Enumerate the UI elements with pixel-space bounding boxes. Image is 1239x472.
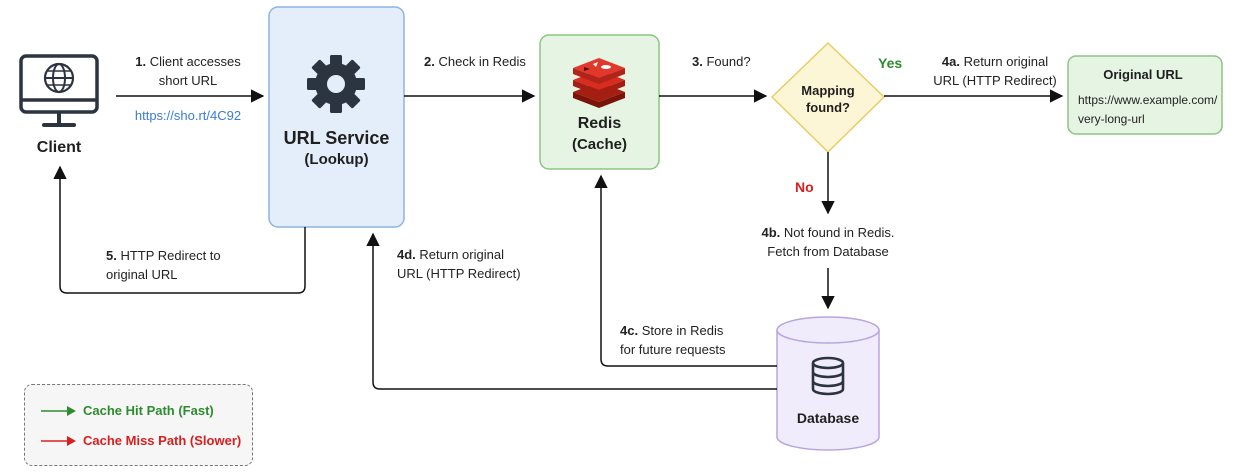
redis-subtitle: (Cache) [571,136,627,153]
step1-line2: short URL [158,73,218,88]
step5-line2: original URL [106,267,178,282]
url-service-box [268,6,405,228]
step5-line1: HTTP Redirect to [120,248,221,263]
original-url-line2: very-long-url [1078,112,1145,126]
gear-icon [307,55,365,113]
decision-line1: Mapping [801,83,855,98]
database-icon [811,356,845,396]
url-service-subtitle: (Lookup) [304,151,369,168]
green-arrow-icon [41,406,76,416]
step4b-line2: Fetch from Database [767,244,889,259]
no-label: No [795,179,814,195]
step5-number: 5. [106,248,117,263]
step4a-line2: URL (HTTP Redirect) [933,73,1057,88]
database-cylinder [776,316,880,451]
step4a-number: 4a. [941,54,960,69]
client-label: Client [36,139,82,156]
legend-hit-label: Cache Hit Path (Fast) [83,403,214,418]
decision-line2: found? [805,100,851,115]
step4b-label: 4b. Not found in Redis. Fetch from Datab… [748,223,908,261]
original-url-title: Original URL [1103,67,1183,82]
step3-label: 3. Found? [692,52,751,71]
step4d-label: 4d. Return original URL (HTTP Redirect) [397,245,521,283]
step3-number: 3. [692,54,703,69]
step1-label: 1. Client accesses short URL [118,52,258,90]
step5-label: 5. HTTP Redirect to original URL [106,246,221,284]
edge-step4d [366,232,777,390]
step4a-label: 4a. Return original URL (HTTP Redirect) [925,52,1065,90]
step4b-line1: Not found in Redis. [783,225,895,240]
red-arrow-icon [41,436,76,446]
monitor-icon [19,54,99,127]
database-label: Database [796,410,860,426]
step4c-number: 4c. [620,323,639,338]
step4c-line1: Store in Redis [641,323,724,338]
step2-text: Check in Redis [438,54,526,69]
step4a-line1: Return original [963,54,1049,69]
original-url-box [1067,55,1223,135]
redis-logo-icon [573,58,625,108]
step3-text: Found? [706,54,751,69]
step1-number: 1. [135,54,147,69]
legend-miss-label: Cache Miss Path (Slower) [83,433,242,448]
step4d-line1: Return original [419,247,504,262]
globe-icon [43,62,75,94]
short-url-link[interactable]: https://sho.rt/4C92 [134,108,242,123]
step4c-line2: for future requests [620,342,726,357]
step4d-number: 4d. [397,247,416,262]
step4b-number: 4b. [761,225,781,240]
url-service-title: URL Service [283,128,390,148]
legend: Cache Hit Path (Fast) Cache Miss Path (S… [24,384,253,466]
step2-label: 2. Check in Redis [424,52,526,71]
step1-line1: Client accesses [149,54,241,69]
original-url-line1: https://www.example.com/ [1078,93,1218,107]
step2-number: 2. [424,54,435,69]
edge-step5 [53,165,306,294]
step4c-label: 4c. Store in Redis for future requests [620,321,726,359]
redis-title: Redis [577,115,622,132]
step4d-line2: URL (HTTP Redirect) [397,266,521,281]
edge-step4c [594,174,777,367]
yes-label: Yes [878,55,903,71]
